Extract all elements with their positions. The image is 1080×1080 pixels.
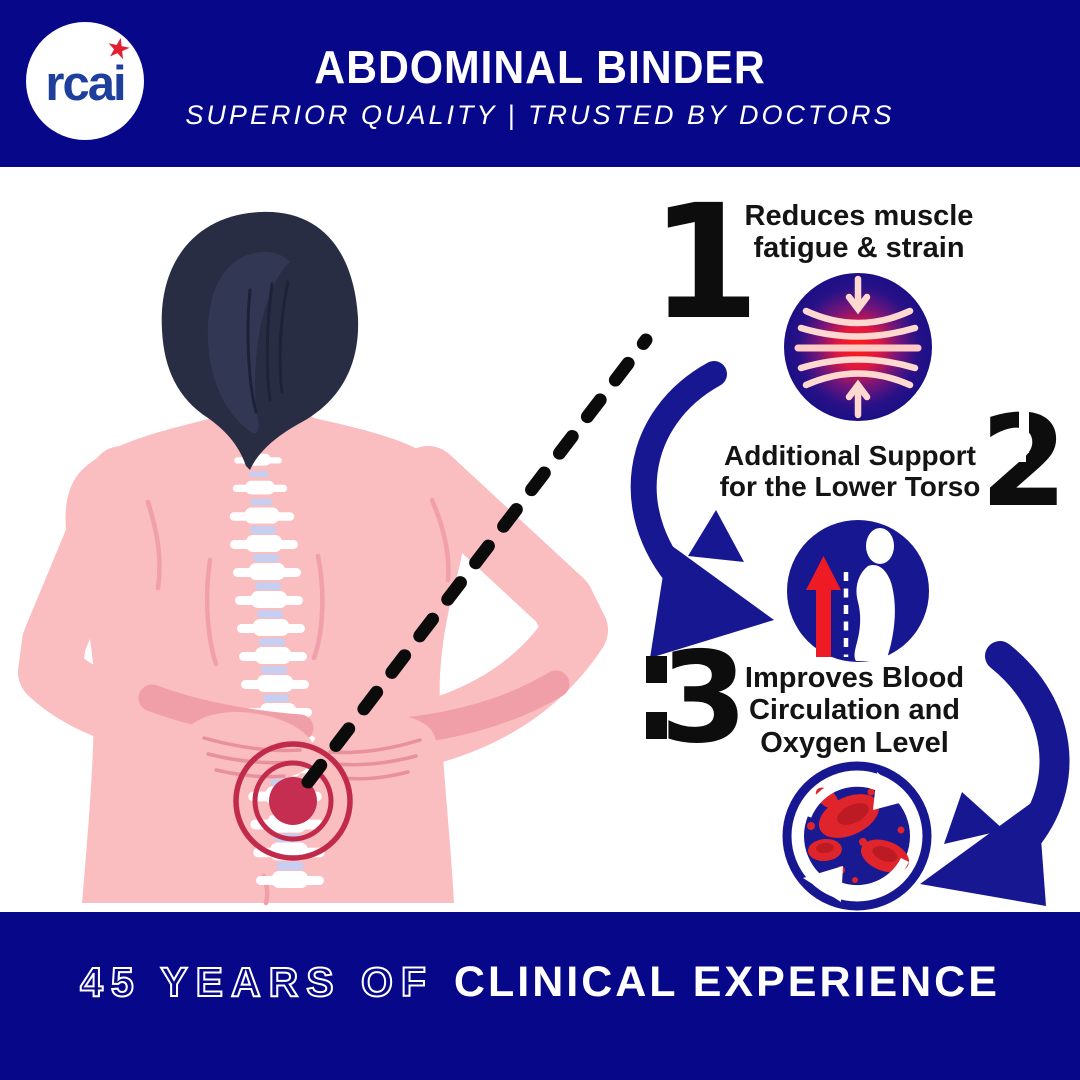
benefit-1-line-1: Reduces muscle [744, 200, 974, 232]
benefit-1-number: 1 [650, 184, 760, 342]
benefit-1-number-text: 1 [650, 171, 760, 355]
benefit-2-number: 2 [975, 399, 1068, 525]
pain-target [233, 741, 353, 861]
benefit-1-label: Reduces muscle fatigue & strain [728, 200, 990, 265]
bottom-banner [0, 912, 1080, 1080]
benefit-3-number-text: 3 [660, 624, 748, 771]
left-arm [18, 446, 244, 768]
rcai-logo: rcai ★ [26, 22, 144, 140]
callout-dashed-line [301, 333, 653, 789]
stencil-slit [1018, 408, 1030, 454]
footer-tagline: 45 YEARS OF CLINICAL EXPERIENCE [0, 958, 1080, 1007]
benefit-3-line-1: Improves Blood [744, 662, 965, 694]
hair [161, 211, 359, 470]
benefit-2-line-2: for the Lower Torso [719, 471, 981, 503]
benefit-3-line-2: Circulation and [748, 694, 961, 727]
curved-arrow-2 [920, 641, 1070, 906]
stencil-slit [975, 450, 1027, 463]
footer-outline-text: 45 YEARS OF [79, 958, 434, 1006]
curved-arrow-1 [630, 361, 774, 658]
benefit-2-line-1: Additional Support [724, 440, 976, 471]
benefit-3-number: 3 [646, 635, 748, 761]
benefit-3-label: Improves Blood Circulation and Oxygen Le… [712, 662, 997, 759]
torso-support-icon [787, 520, 929, 662]
stencil-block [646, 711, 668, 739]
blood-circulation-icon [782, 761, 932, 911]
benefit-3-line-3: Oxygen Level [760, 726, 949, 759]
muscle-compression-icon [784, 273, 932, 421]
benefit-1-line-2: fatigue & strain [753, 232, 965, 265]
benefit-2-label: Additional Support for the Lower Torso [700, 440, 1000, 503]
footer-solid-text: CLINICAL EXPERIENCE [453, 958, 1000, 1006]
rcai-logo-text: rcai [45, 57, 126, 111]
top-banner [0, 0, 1080, 167]
page-title: ABDOMINAL BINDER [314, 41, 766, 93]
page-subtitle: SUPERIOR QUALITY | TRUSTED BY DOCTORS [185, 100, 895, 130]
back-pain-illustration [18, 211, 608, 906]
stencil-block [646, 656, 668, 684]
